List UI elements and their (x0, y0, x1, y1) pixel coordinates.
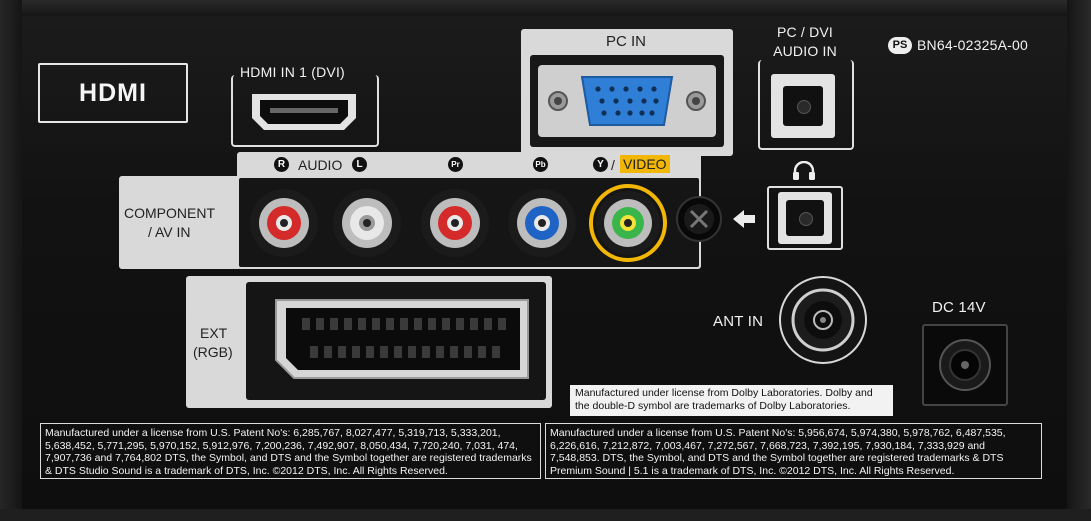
headphone-jack-frame (767, 186, 843, 250)
headphone-jack[interactable] (778, 192, 832, 244)
pr-letter: Pr (448, 157, 463, 173)
model-badge: PS (888, 37, 912, 54)
rca-pb-jack[interactable] (506, 187, 578, 259)
pb-marker: Pb (533, 156, 548, 174)
panel-left-edge (0, 0, 22, 521)
dolby-notice: Manufactured under license from Dolby La… (570, 385, 893, 416)
panel-right-edge (1067, 0, 1091, 521)
y-letter: Y (593, 157, 608, 173)
pc-audio-label-line1: PC / DVI (776, 24, 834, 40)
scart-port[interactable] (246, 282, 546, 400)
y-marker: Y (593, 156, 608, 174)
dts-notice-left: Manufactured under a license from U.S. P… (40, 423, 541, 479)
ext-label-line2: (RGB) (193, 344, 233, 360)
pc-audio-label-line2: AUDIO IN (773, 43, 837, 59)
ant-in-label: ANT IN (713, 313, 764, 330)
arrow-left-icon (733, 209, 755, 229)
headphone-icon (792, 160, 816, 181)
audio-l-letter: L (352, 157, 367, 173)
video-slash: / (611, 157, 615, 173)
audio-l-marker: L (352, 156, 367, 174)
ant-in-connector[interactable] (777, 274, 869, 366)
rca-pr-jack[interactable] (419, 187, 491, 259)
screw-icon (675, 195, 723, 243)
model-number: BN64-02325A-00 (917, 37, 1028, 53)
rca-audio-l-jack[interactable] (331, 187, 403, 259)
pr-marker: Pr (448, 156, 463, 174)
pc-in-label: PC IN (606, 33, 647, 50)
hdmi-in-label: HDMI IN 1 (DVI) (240, 64, 345, 80)
hdmi-logo: HDMI (38, 63, 188, 123)
rca-y-video-jack[interactable] (588, 183, 668, 263)
panel-top-edge (0, 0, 1091, 16)
component-label-line2: / AV IN (148, 224, 191, 240)
rca-audio-r-jack[interactable] (248, 187, 320, 259)
pc-audio-frame (758, 60, 854, 150)
panel-bottom-edge (0, 509, 1091, 521)
audio-r-marker: R (274, 156, 289, 174)
component-plate (119, 176, 241, 269)
dc-power-jack[interactable] (922, 324, 1008, 406)
audio-r-letter: R (274, 157, 289, 173)
pb-letter: Pb (533, 157, 548, 173)
ext-label-line1: EXT (200, 325, 228, 341)
vga-port[interactable] (530, 55, 724, 147)
audio-label: AUDIO (298, 157, 343, 173)
video-label: VIDEO (620, 155, 670, 173)
dts-notice-right: Manufactured under a license from U.S. P… (545, 423, 1042, 479)
pc-audio-jack[interactable] (771, 74, 835, 138)
component-label-line1: COMPONENT (124, 205, 215, 221)
hdmi-port-frame (231, 75, 379, 147)
dc-label: DC 14V (932, 299, 986, 316)
hdmi-port[interactable] (248, 90, 360, 134)
hdmi-logo-text: HDMI (79, 79, 147, 107)
